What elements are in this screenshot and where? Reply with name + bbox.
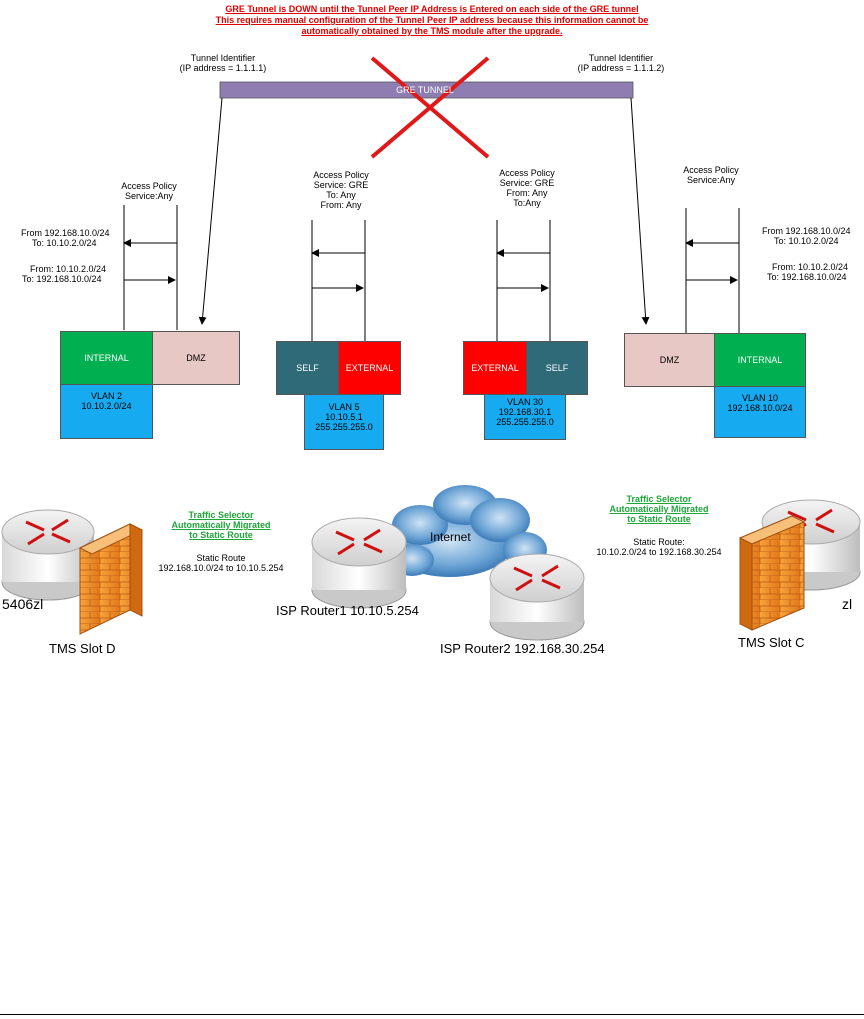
- zone-internal-right: INTERNAL: [714, 333, 806, 387]
- isp-router1-icon: [311, 517, 407, 609]
- static-route-left-value: 192.168.10.0/24 to 10.10.5.254: [158, 563, 284, 573]
- zone-internal-left: INTERNAL: [60, 331, 153, 385]
- policy-left-service: Service:Any: [124, 191, 174, 201]
- warning-line-2: This requires manual configuration of th…: [215, 15, 649, 25]
- zone-self-midleft: SELF: [276, 341, 339, 395]
- tunnel-id-left-label: Tunnel Identifier: [190, 53, 256, 63]
- policy-midleft-to: To: Any: [326, 190, 356, 200]
- vlan-5-mask: 255.255.255.0: [315, 422, 373, 432]
- internet-label: Internet: [430, 530, 471, 544]
- vlan-5-box: VLAN 5 10.10.5.1 255.255.255.0: [304, 394, 384, 450]
- tunnel-id-left-value: (IP address = 1.1.1.1): [179, 63, 267, 73]
- vlan-30-mask: 255.255.255.0: [496, 417, 554, 427]
- vlan-30-ip: 192.168.30.1: [498, 407, 552, 417]
- static-route-right-value: 10.10.2.0/24 to 192.168.30.254: [596, 547, 722, 557]
- annotation-left-line2: Automatically Migrated: [171, 520, 271, 530]
- zone-external-midright: EXTERNAL: [463, 341, 527, 395]
- warning-line-3: automatically obtained by the TMS module…: [301, 26, 563, 36]
- vlan-10-box: VLAN 10 192.168.10.0/24: [714, 386, 806, 438]
- policy-left-from2: From: 10.10.2.0/24: [30, 264, 107, 274]
- vlan-2-name: VLAN 2: [90, 391, 123, 401]
- isp-router1-label: ISP Router1 10.10.5.254: [276, 603, 419, 618]
- firewall-left-icon: [78, 523, 144, 635]
- vlan-10-name: VLAN 10: [741, 393, 779, 403]
- zone-external-midleft: EXTERNAL: [338, 341, 401, 395]
- policy-midleft-title: Access Policy: [313, 170, 369, 180]
- gre-tunnel-label: GRE TUNNEL: [396, 85, 454, 95]
- firewall-right-icon: [738, 515, 806, 631]
- policy-midright-to: To:Any: [513, 198, 541, 208]
- annotation-left: Traffic Selector Automatically Migrated …: [156, 510, 286, 540]
- vlan-5-ip: 10.10.5.1: [325, 412, 363, 422]
- policy-right-from2: From: 10.10.2.0/24: [772, 262, 849, 272]
- annotation-right-line2: Automatically Migrated: [609, 504, 709, 514]
- policy-midleft-service: Service: GRE: [313, 180, 369, 190]
- tms-slot-c-label: TMS Slot C: [738, 635, 805, 650]
- policy-right-to1: To: 10.10.2.0/24: [774, 236, 839, 246]
- switch-5406zl-icon: [1, 509, 95, 601]
- isp-router2-icon: [489, 553, 585, 641]
- switch-right-label: zl: [842, 596, 853, 612]
- policy-midleft-from: From: Any: [320, 200, 362, 210]
- annotation-left-line3: to Static Route: [189, 530, 253, 540]
- policy-right-title: Access Policy: [683, 165, 739, 175]
- policy-midright-title: Access Policy: [499, 168, 555, 178]
- policy-left-from1: From 192.168.10.0/24: [21, 228, 110, 238]
- zone-dmz-left: DMZ: [152, 331, 240, 385]
- policy-left-to1: To: 10.10.2.0/24: [32, 238, 97, 248]
- zone-self-midright: SELF: [526, 341, 588, 395]
- switch-left-label: 5406zl: [2, 596, 44, 612]
- vlan-5-name: VLAN 5: [328, 402, 360, 412]
- vlan-30-name: VLAN 30: [506, 397, 544, 407]
- tunnel-id-right-label: Tunnel Identifier: [588, 53, 654, 63]
- vlan-2-box: VLAN 2 10.10.2.0/24: [60, 384, 153, 439]
- isp-router2-label: ISP Router2 192.168.30.254: [440, 641, 605, 656]
- annotation-right-line3: to Static Route: [627, 514, 691, 524]
- policy-left-title: Access Policy: [121, 181, 177, 191]
- static-route-right-title: Static Route:: [633, 537, 685, 547]
- policy-midright-service: Service: GRE: [499, 178, 555, 188]
- policy-right-to2: To: 192.168.10.0/24: [767, 272, 847, 282]
- warning-line-1: GRE Tunnel is DOWN until the Tunnel Peer…: [225, 4, 639, 14]
- vlan-10-subnet: 192.168.10.0/24: [727, 403, 793, 413]
- policy-right-service: Service:Any: [686, 175, 736, 185]
- tms-slot-d-label: TMS Slot D: [49, 641, 116, 656]
- static-route-left-title: Static Route: [196, 553, 246, 563]
- policy-left-to2: To: 192.168.10.0/24: [22, 274, 102, 284]
- vlan-30-box: VLAN 30 192.168.30.1 255.255.255.0: [484, 394, 566, 440]
- tunnel-id-right-value: (IP address = 1.1.1.2): [577, 63, 665, 73]
- zone-dmz-right: DMZ: [624, 333, 715, 387]
- policy-right-from1: From 192.168.10.0/24: [762, 226, 851, 236]
- vlan-2-subnet: 10.10.2.0/24: [81, 401, 132, 411]
- gre-tunnel-bar: [219, 81, 634, 99]
- annotation-left-line1: Traffic Selector: [188, 510, 254, 520]
- page-footer-rule: [0, 1014, 864, 1015]
- annotation-right-line1: Traffic Selector: [626, 494, 692, 504]
- policy-midright-from: From: Any: [506, 188, 548, 198]
- annotation-right: Traffic Selector Automatically Migrated …: [594, 494, 724, 524]
